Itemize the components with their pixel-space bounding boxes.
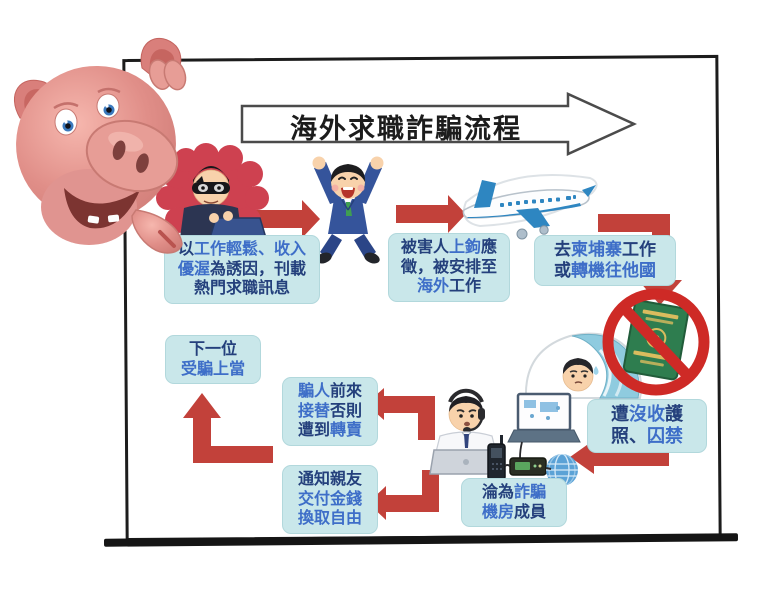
step-box-ransom-for-freedom: 通知親友交付金錢換取自由 xyxy=(282,465,378,534)
step-box-passport-confiscated: 遭沒收護照、囚禁 xyxy=(587,399,707,453)
title-arrow-outline xyxy=(240,92,638,156)
step-box-next-victim: 下一位受騙上當 xyxy=(165,335,261,385)
sleeper-with-banned-passport-icon xyxy=(524,288,710,399)
pig-mascot-icon xyxy=(14,37,187,254)
jumping-job-seeker-icon xyxy=(312,156,384,264)
step-box-scam-room-member: 淪為詐騙機房成員 xyxy=(461,478,567,528)
title-banner: 海外求職詐騙流程 xyxy=(238,90,640,158)
scam-call-operator-icon xyxy=(429,388,581,486)
step-box-go-to-cambodia: 去柬埔寨工作或轉機往他國 xyxy=(534,235,676,287)
laptop-open-icon xyxy=(507,392,581,443)
step-box-recruit-replacement: 騙人前來接替否則遭到轉賣 xyxy=(282,377,378,446)
step-box-victim-hooked: 被害人上鉤應徵，被安排至海外工作 xyxy=(388,233,510,302)
step-box-job-ad: 以工作輕鬆、收入優渥為誘因，刊載熱門求職訊息 xyxy=(164,235,320,304)
headset-icon xyxy=(448,388,484,403)
router-icon xyxy=(509,457,547,476)
page-title: 海外求職詐騙流程 xyxy=(290,114,522,144)
